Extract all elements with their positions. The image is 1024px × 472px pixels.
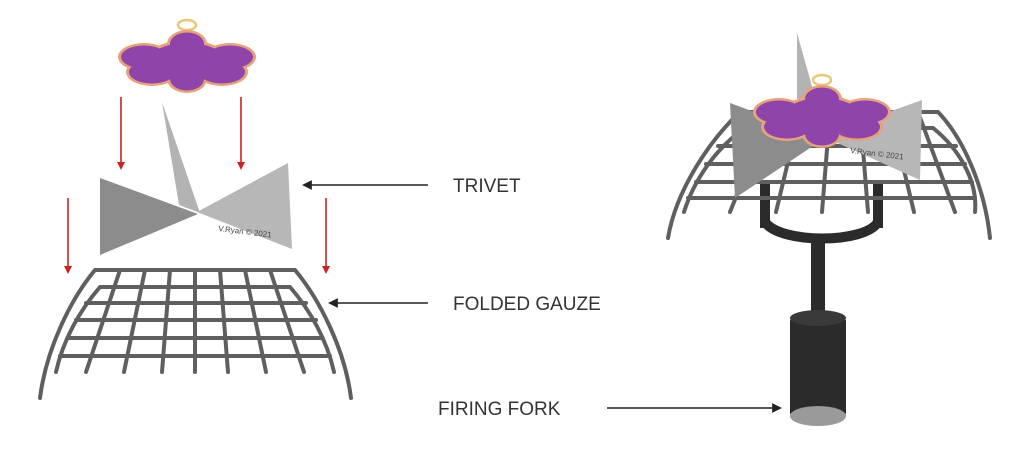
trivet-exploded: V.Ryan © 2021 [100,102,292,255]
firing-fork [760,183,883,426]
pointer-arrows [302,180,782,413]
drop-arrows [64,97,330,274]
folded-gauze-label: FOLDED GAUZE [453,294,601,315]
hanging-ring-icon [811,73,833,87]
enamel-piece-assembled: V.Ryan © 2021 [753,73,905,162]
fork-handle-end [790,406,846,426]
enamel-piece [118,18,256,93]
trivet-label: TRIVET [453,176,521,197]
hanging-ring-icon [176,18,198,32]
firing-fork-label: FIRING FORK [438,399,561,420]
trivet-assembled [730,33,922,198]
folded-gauze-exploded [38,268,353,400]
